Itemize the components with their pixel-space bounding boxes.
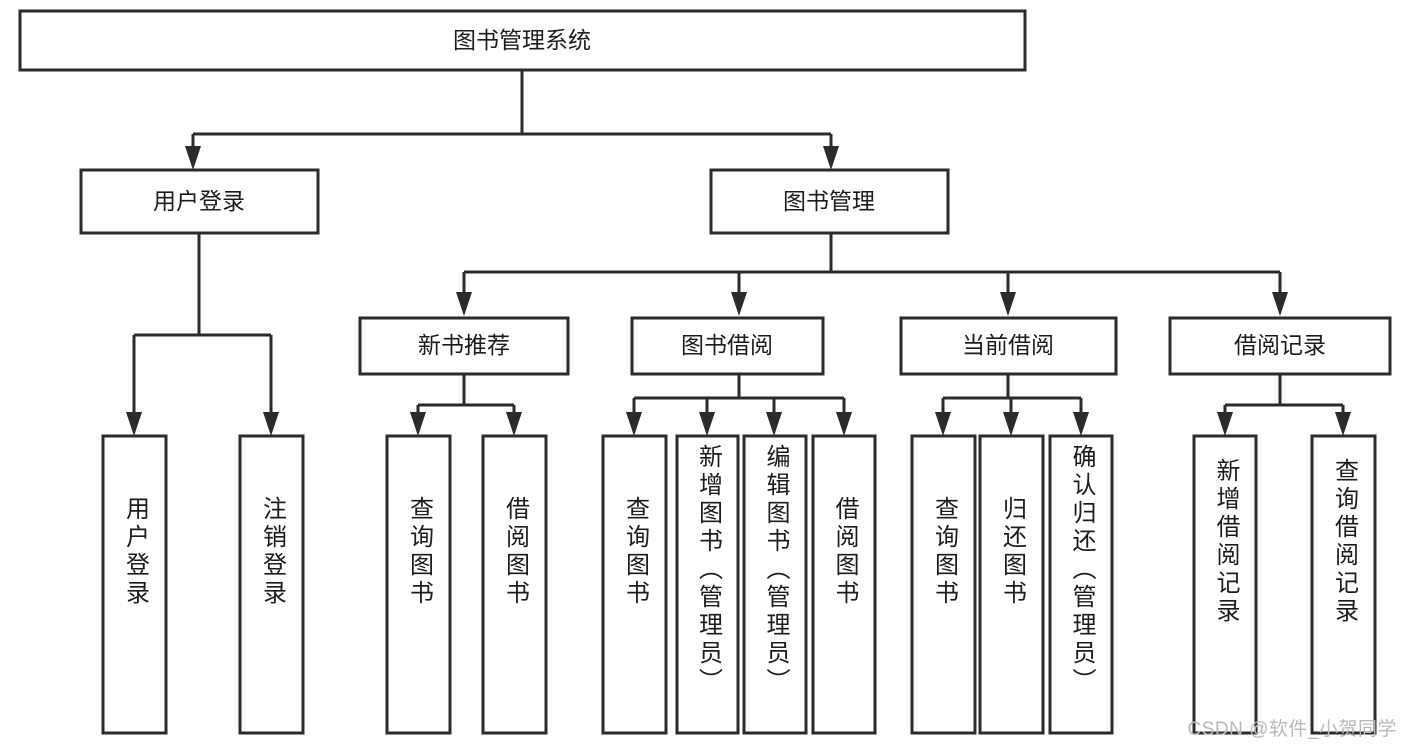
node-current-borrow[interactable]: 当前借阅 — [899, 316, 1118, 376]
node-leaf-logout-login-box[interactable] — [238, 434, 305, 735]
node-root-box[interactable] — [18, 9, 1027, 72]
edge-group-user-login — [126, 233, 279, 436]
edge-group-book-borrow — [626, 374, 852, 436]
node-user-login-label: 用户登录 — [153, 188, 245, 214]
arrow-to-leaf-edit-book — [766, 412, 782, 436]
node-user-login-box[interactable] — [79, 168, 320, 235]
node-borrow-record-label: 借阅记录 — [1234, 332, 1326, 358]
arrow-to-leaf-confirm-return — [1073, 412, 1089, 436]
edge-group-book-manage — [456, 233, 1288, 316]
node-current-borrow-label: 当前借阅 — [962, 332, 1054, 358]
edge-group-current-borrow — [935, 374, 1089, 436]
node-leaf-query-record-box[interactable] — [1310, 434, 1377, 735]
csdn-watermark: CSDN @软件_小贺同学 — [1187, 719, 1397, 740]
arrow-to-leaf-query-record — [1335, 412, 1351, 436]
node-leaf-edit-book-box[interactable] — [742, 434, 808, 735]
arrow-to-new-book-recommend — [456, 292, 472, 316]
node-new-book-recommend[interactable]: 新书推荐 — [358, 316, 570, 376]
node-leaf-borrow-book-1-box[interactable] — [481, 434, 548, 735]
arrow-to-leaf-return-book — [1003, 412, 1019, 436]
edge-group-new-book-recommend — [410, 374, 522, 436]
node-new-book-recommend-label: 新书推荐 — [418, 332, 510, 358]
node-leaf-add-record-box[interactable] — [1192, 434, 1258, 735]
node-leaf-confirm-return-box[interactable] — [1048, 434, 1114, 735]
arrow-to-leaf-query-book-1 — [410, 412, 426, 436]
node-book-manage-label: 图书管理 — [783, 188, 875, 214]
node-book-borrow-box[interactable] — [630, 316, 825, 376]
arrow-to-leaf-borrow-book-2 — [836, 412, 852, 436]
arrow-root-to-user-login — [185, 146, 201, 170]
arrow-to-leaf-logout-login — [263, 412, 279, 436]
node-leaf-borrow-book-2-box[interactable] — [811, 434, 877, 735]
node-leaf-query-book-2-box[interactable] — [601, 434, 668, 735]
node-root-label: 图书管理系统 — [453, 27, 591, 53]
node-book-borrow-label: 图书借阅 — [681, 332, 773, 358]
arrow-to-leaf-query-book-2 — [626, 412, 642, 436]
arrow-to-leaf-add-book — [699, 412, 715, 436]
edge-group-root — [185, 70, 839, 170]
node-user-login[interactable]: 用户登录 — [79, 168, 320, 235]
edge-group-borrow-record — [1217, 374, 1351, 436]
node-new-book-recommend-box[interactable] — [358, 316, 570, 376]
arrow-to-leaf-add-record — [1217, 412, 1233, 436]
node-leaf-query-book-3-box[interactable] — [910, 434, 977, 735]
node-borrow-record-box[interactable] — [1168, 316, 1392, 376]
node-borrow-record[interactable]: 借阅记录 — [1168, 316, 1392, 376]
node-leaf-return-book-box[interactable] — [978, 434, 1045, 735]
arrow-to-borrow-record — [1272, 292, 1288, 316]
arrow-to-current-borrow — [1000, 292, 1016, 316]
node-leaf-query-book-1-box[interactable] — [385, 434, 452, 735]
node-book-borrow[interactable]: 图书借阅 — [630, 316, 825, 376]
arrow-root-to-book-manage — [823, 146, 839, 170]
node-root[interactable]: 图书管理系统 — [18, 9, 1027, 72]
node-book-manage[interactable]: 图书管理 — [709, 168, 950, 235]
arrow-to-book-borrow — [731, 292, 747, 316]
node-leaf-add-book-box[interactable] — [675, 434, 740, 735]
node-book-manage-box[interactable] — [709, 168, 950, 235]
node-leaf-user-login-box[interactable] — [101, 434, 168, 735]
arrow-to-leaf-borrow-book-1 — [506, 412, 522, 436]
arrow-to-leaf-query-book-3 — [935, 412, 951, 436]
node-current-borrow-box[interactable] — [899, 316, 1118, 376]
arrow-to-leaf-user-login — [126, 412, 142, 436]
